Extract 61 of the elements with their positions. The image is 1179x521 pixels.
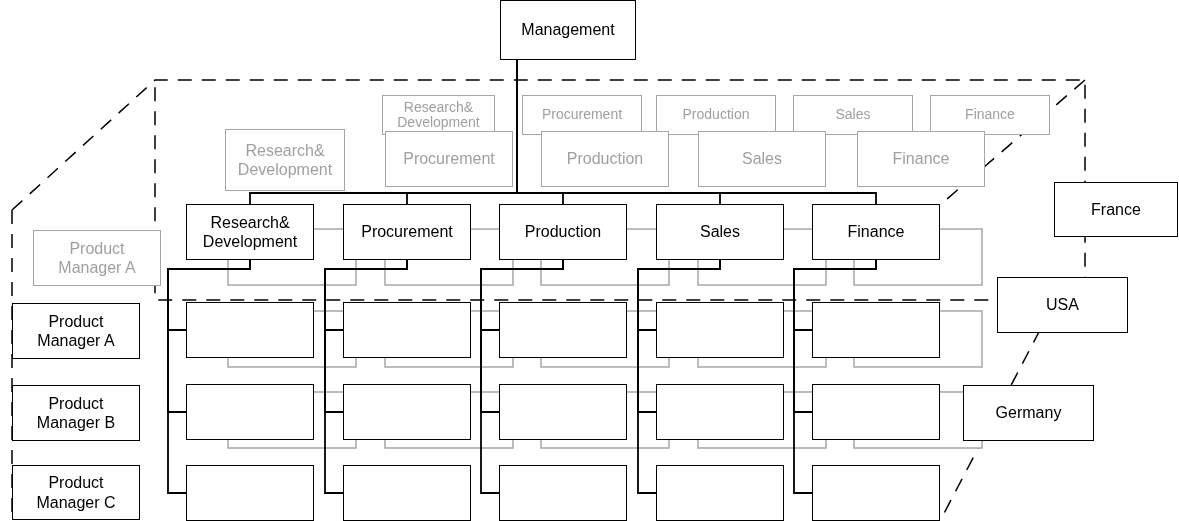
box-label: Sales: [835, 107, 871, 123]
org-box: [343, 204, 471, 260]
box-label: Procurement: [361, 222, 453, 242]
box-label: Procurement: [541, 107, 623, 123]
empty-box: [186, 384, 314, 440]
org-box: [857, 131, 985, 187]
box-label: France: [1091, 199, 1141, 220]
empty-box: [812, 384, 940, 440]
box-label: Product Manager B: [35, 393, 117, 433]
box-label: Research& Development: [201, 212, 299, 252]
box-label: Product Manager A: [36, 311, 116, 351]
box-label: Sales: [742, 149, 782, 169]
org-box: [33, 230, 161, 286]
box-label: Finance: [965, 107, 1015, 123]
empty-box: [343, 465, 471, 521]
org-box: [522, 95, 642, 135]
empty-box: [343, 384, 471, 440]
empty-box: [499, 302, 627, 358]
org-box: [793, 95, 913, 135]
org-box: [186, 204, 314, 260]
empty-box: [499, 465, 627, 521]
box-label: Management: [521, 20, 615, 40]
empty-box: [499, 384, 627, 440]
box-label: Production: [524, 222, 602, 242]
box-label: Research& Development: [396, 99, 481, 131]
org-box: [385, 131, 513, 187]
box-label: USA: [1046, 295, 1079, 315]
box-label: Germany: [995, 403, 1062, 423]
empty-box: [656, 384, 784, 440]
empty-box: [186, 302, 314, 358]
box-label: Production: [682, 107, 750, 123]
org-box: [499, 204, 627, 260]
org-box: [656, 204, 784, 260]
box-label: Sales: [700, 222, 740, 242]
box-label: Finance: [847, 222, 905, 242]
org-box: [12, 385, 140, 441]
org-box: [1054, 182, 1178, 237]
box-label: Finance: [892, 149, 950, 169]
org-box: [225, 129, 345, 191]
org-box: [382, 95, 495, 135]
box-label: Procurement: [403, 149, 495, 169]
org-box: [656, 95, 776, 135]
empty-box: [812, 302, 940, 358]
empty-box: [186, 465, 314, 521]
box-label: Production: [566, 149, 644, 169]
org-box: [500, 0, 636, 60]
org-box: [930, 95, 1050, 135]
empty-box: [343, 302, 471, 358]
org-box: [963, 385, 1094, 441]
box-label: Product Manager C: [35, 473, 117, 512]
org-box: [698, 131, 826, 187]
org-box: [541, 131, 669, 187]
org-box: [997, 277, 1128, 333]
empty-box: [656, 302, 784, 358]
box-label: Research& Development: [236, 140, 334, 180]
box-label: Product Manager A: [57, 238, 137, 278]
org-box: [812, 204, 940, 260]
org-box: [12, 465, 140, 520]
empty-box: [656, 465, 784, 521]
empty-box: [812, 465, 940, 521]
org-box: [12, 303, 140, 359]
